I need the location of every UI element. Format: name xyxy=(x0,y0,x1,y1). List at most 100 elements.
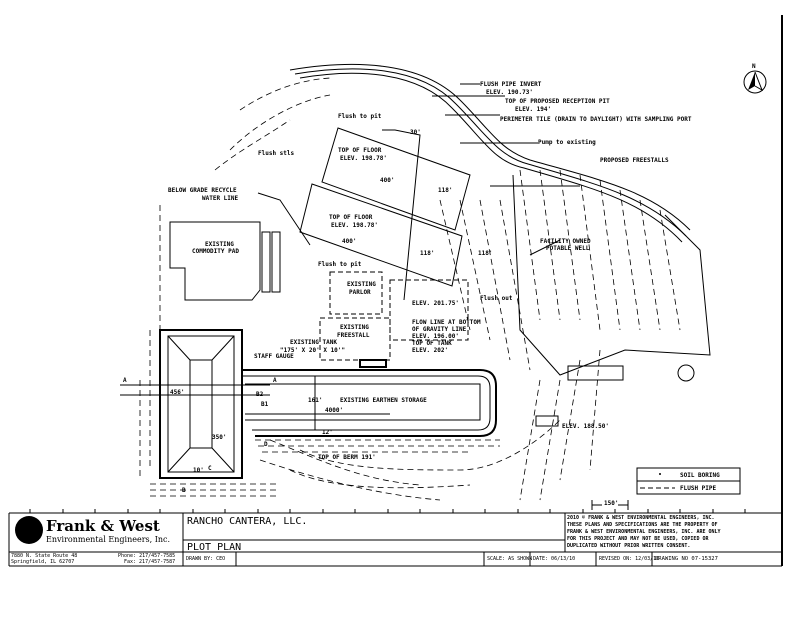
svg-text:TOP OF PROPOSED RECEPTION PIT: TOP OF PROPOSED RECEPTION PIT xyxy=(505,98,610,105)
svg-text:10': 10' xyxy=(193,467,204,474)
svg-text:FLUSH PIPE INVERT: FLUSH PIPE INVERT xyxy=(480,81,542,88)
svg-text:C: C xyxy=(208,465,212,472)
svg-text:EXISTING: EXISTING xyxy=(205,241,234,248)
bunker-2 xyxy=(271,231,281,293)
commodity-pad xyxy=(169,221,261,301)
company-name: Frank & West xyxy=(46,517,160,535)
svg-text:161': 161' xyxy=(308,397,322,404)
svg-text:4000': 4000' xyxy=(325,407,343,414)
company-subtitle: Environmental Engineers, Inc. xyxy=(46,535,171,544)
svg-text:ELEV. 198.78': ELEV. 198.78' xyxy=(331,222,378,229)
section-lines xyxy=(120,384,270,396)
company-logo xyxy=(15,516,43,544)
svg-text:ELEV. 202': ELEV. 202' xyxy=(412,347,448,354)
svg-text:PROPOSED FREESTALLS: PROPOSED FREESTALLS xyxy=(600,157,669,164)
svg-text:COMMODITY PAD: COMMODITY PAD xyxy=(192,248,239,255)
parlor-annex xyxy=(389,279,469,341)
svg-text:TOP OF BERM 191': TOP OF BERM 191' xyxy=(318,454,376,461)
svg-text:PERIMETER TILE (DRAIN TO DAYLI: PERIMETER TILE (DRAIN TO DAYLIGHT) WITH … xyxy=(500,116,692,123)
svg-text:118': 118' xyxy=(438,187,452,194)
svg-text:118': 118' xyxy=(420,250,434,257)
svg-text:POTABLE WELL: POTABLE WELL xyxy=(546,245,590,252)
svg-text:BELOW GRADE RECYCLE: BELOW GRADE RECYCLE xyxy=(168,187,237,194)
svg-text:Flush out: Flush out xyxy=(480,295,513,302)
svg-text:Flush to pit: Flush to pit xyxy=(318,261,362,268)
svg-text:EXISTING: EXISTING xyxy=(340,324,369,331)
existing-parlor xyxy=(329,271,383,315)
company-address-2: Springfield, IL 62707 xyxy=(11,559,75,565)
well-parcel xyxy=(512,174,711,376)
scale-bar xyxy=(591,500,629,510)
svg-text:ELEV. 201.75': ELEV. 201.75' xyxy=(412,300,459,307)
ruler-ticks xyxy=(29,509,746,513)
date: DATE: 06/13/10 xyxy=(533,556,576,562)
svg-text:N: N xyxy=(752,63,756,70)
copyright-line: DUPLICATED WITHOUT PRIOR WRITTEN CONSENT… xyxy=(567,543,691,549)
svg-text:EXISTING TANK: EXISTING TANK xyxy=(290,339,337,346)
svg-text:A: A xyxy=(273,377,277,384)
svg-text:ELEV. 196.00': ELEV. 196.00' xyxy=(412,333,459,340)
svg-text:TOP OF FLOOR: TOP OF FLOOR xyxy=(338,147,382,154)
copyright-line: THESE PLANS AND SPECIFICATIONS ARE THE P… xyxy=(567,522,718,528)
svg-text:ELEV. 188.50': ELEV. 188.50' xyxy=(562,423,609,430)
drawing-number: DRAWING NO 07-15327 xyxy=(655,556,718,562)
svg-text:TOP OF FLOOR: TOP OF FLOOR xyxy=(329,214,373,221)
company-fax: Fax: 217/457-7587 xyxy=(124,559,176,565)
svg-text:ELEV. 194': ELEV. 194' xyxy=(515,106,551,113)
svg-text:Pump to existing: Pump to existing xyxy=(538,139,596,146)
structure-rect xyxy=(567,365,624,381)
drawing-labels: FLUSH PIPE INVERT ELEV. 190.73' TOP OF P… xyxy=(123,81,692,507)
company-address-1: 7880 N. State Route 48 xyxy=(11,553,78,559)
svg-text:150': 150' xyxy=(604,500,618,507)
svg-text:350': 350' xyxy=(212,434,226,441)
svg-text:456': 456' xyxy=(170,389,184,396)
revised-date: REVISED ON: 12/03/10 xyxy=(599,556,660,562)
soil-boring-marker xyxy=(677,364,695,382)
svg-text:B: B xyxy=(182,487,186,494)
berm-contours xyxy=(150,439,500,497)
svg-text:PARLOR: PARLOR xyxy=(349,289,371,296)
svg-text:B2: B2 xyxy=(256,391,264,398)
svg-text:STAFF GAUGE: STAFF GAUGE xyxy=(254,353,294,360)
legend: SOIL BORING FLUSH PIPE xyxy=(636,467,741,495)
svg-text:FLOW LINE AT BOTTOM: FLOW LINE AT BOTTOM xyxy=(412,319,481,326)
svg-text:SOIL BORING: SOIL BORING xyxy=(680,472,720,479)
scale: SCALE: AS SHOWN xyxy=(487,556,533,562)
structure-rect-2 xyxy=(535,415,559,427)
svg-text:FLUSH PIPE: FLUSH PIPE xyxy=(680,485,717,492)
copyright-line: FOR THIS PROJECT AND MAY NOT BE USED, CO… xyxy=(567,536,709,542)
svg-text:12': 12' xyxy=(322,429,333,436)
bunker-1 xyxy=(261,231,271,293)
company-phone: Phone: 217/457-7585 xyxy=(118,553,176,559)
sheet-title: PLOT PLAN xyxy=(187,542,242,553)
drawn-by: DRAWN BY: CEO xyxy=(186,556,226,562)
svg-text:400': 400' xyxy=(380,177,394,184)
svg-text:OF GRAVITY LINE: OF GRAVITY LINE xyxy=(412,326,467,333)
contour-lines xyxy=(139,63,691,501)
svg-text:118': 118' xyxy=(478,250,492,257)
svg-text:Flush to pit: Flush to pit xyxy=(338,113,382,120)
svg-text:EXISTING: EXISTING xyxy=(347,281,376,288)
svg-text:30': 30' xyxy=(410,129,421,136)
north-arrow-icon: N xyxy=(743,63,767,94)
existing-tank xyxy=(359,359,387,368)
svg-text:"175' X 20' X 10'": "175' X 20' X 10'" xyxy=(280,347,345,354)
svg-text:D: D xyxy=(264,441,268,448)
svg-text:FREESTALL: FREESTALL xyxy=(337,332,370,339)
svg-text:Flush stls: Flush stls xyxy=(258,150,295,157)
svg-text:ELEV. 198.78': ELEV. 198.78' xyxy=(340,155,387,162)
svg-text:TOP OF TANK: TOP OF TANK xyxy=(412,340,452,347)
svg-text:B1: B1 xyxy=(261,401,269,408)
client-name: RANCHO CANTERA, LLC. xyxy=(187,516,308,527)
svg-text:A: A xyxy=(123,377,127,384)
copyright-line: 2010 © FRANK & WEST ENVIRONMENTAL ENGINE… xyxy=(567,515,715,521)
copyright-notice: 2010 © FRANK & WEST ENVIRONMENTAL ENGINE… xyxy=(567,515,721,550)
copyright-line: FRANK & WEST ENVIRONMENTAL ENGINEERS, IN… xyxy=(567,529,721,535)
proposed-freestalls xyxy=(299,127,471,301)
svg-text:EXISTING EARTHEN STORAGE: EXISTING EARTHEN STORAGE xyxy=(340,397,427,404)
svg-text:FACILITY OWNED: FACILITY OWNED xyxy=(540,238,591,245)
svg-text:WATER LINE: WATER LINE xyxy=(202,195,239,202)
earthen-storage xyxy=(159,329,497,479)
svg-text:400': 400' xyxy=(342,238,356,245)
